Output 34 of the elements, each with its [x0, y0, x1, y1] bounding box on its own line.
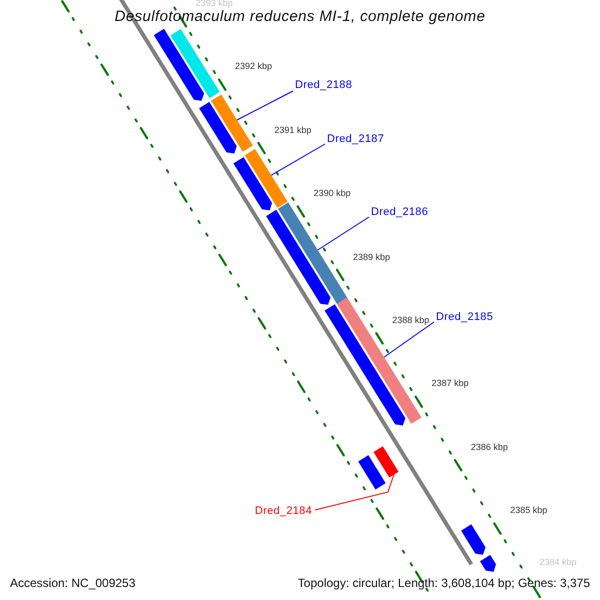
position-label: 2385 kbp: [510, 505, 548, 516]
position-label: 2387 kbp: [432, 378, 469, 390]
position-label: 2392 kbp: [235, 61, 272, 72]
gene-bar: [358, 455, 386, 490]
leader-line: [317, 216, 370, 250]
leader-line: [270, 144, 326, 176]
gene-bar: [461, 524, 486, 555]
position-label: 2384 kbp: [540, 556, 577, 568]
position-label: 2388 kbp: [392, 314, 430, 326]
gene-label: Dred_2187: [327, 133, 384, 146]
gene-bar: [244, 148, 288, 208]
position-label: 2390 kbp: [314, 188, 351, 200]
position-label: 2391 kbp: [274, 124, 312, 136]
gene-bar: [170, 29, 220, 98]
position-label: 2389 kbp: [352, 252, 390, 263]
gene-bar: [480, 554, 496, 572]
gene-label: Dred_2185: [436, 311, 494, 324]
gene-label: Dred_2184: [254, 505, 312, 518]
title: Desulfotomaculum reducens MI-1, complete genome: [114, 8, 486, 27]
leader-line: [314, 474, 394, 510]
gene-label: Dred_2188: [295, 79, 352, 92]
position-label: 2386 kbp: [470, 442, 508, 453]
gene-bar: [154, 28, 204, 101]
gene-bar: [266, 210, 330, 305]
gene-bar: [211, 94, 253, 152]
summary-text: Topology: circular; Length: 3,608,104 bp; Genes: 3,375: [298, 576, 590, 590]
accession-text: Accession: NC_009253: [10, 576, 136, 590]
gene-label: Dred_2186: [371, 206, 428, 219]
gene-bar: [374, 446, 399, 478]
leader-line: [236, 90, 294, 120]
gene-bar: [278, 202, 348, 304]
gene-bar: [199, 102, 237, 154]
gene-bar: [233, 157, 272, 210]
leader-line: [384, 322, 434, 358]
